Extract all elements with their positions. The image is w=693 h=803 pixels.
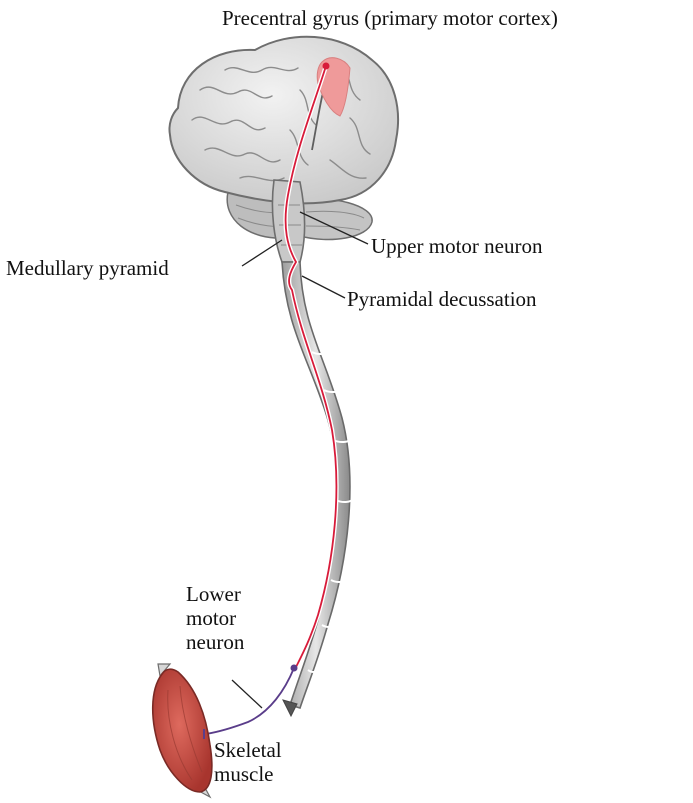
label-lower-motor-neuron-line-3: neuron (186, 630, 244, 654)
label-skeletal-muscle: Skeletal muscle (214, 738, 282, 786)
label-lower-motor-neuron-line-1: Lower (186, 582, 244, 606)
leader-pyramidal-decussation (302, 276, 345, 298)
label-medullary-pyramid: Medullary pyramid (6, 256, 169, 280)
leader-lower-motor-neuron (232, 680, 262, 708)
upper-neuron-cell-body (323, 63, 330, 70)
label-skeletal-muscle-line-2: muscle (214, 762, 282, 786)
spinal-cord (282, 262, 355, 716)
label-upper-motor-neuron: Upper motor neuron (371, 234, 542, 258)
label-skeletal-muscle-line-1: Skeletal (214, 738, 282, 762)
skeletal-muscle (153, 664, 212, 797)
label-precentral-gyrus: Precentral gyrus (primary motor cortex) (222, 6, 558, 30)
label-lower-motor-neuron: Lower motor neuron (186, 582, 244, 654)
label-lower-motor-neuron-line-2: motor (186, 606, 244, 630)
leader-medullary-pyramid (242, 240, 282, 266)
brain (169, 37, 398, 204)
label-pyramidal-decussation: Pyramidal decussation (347, 287, 537, 311)
